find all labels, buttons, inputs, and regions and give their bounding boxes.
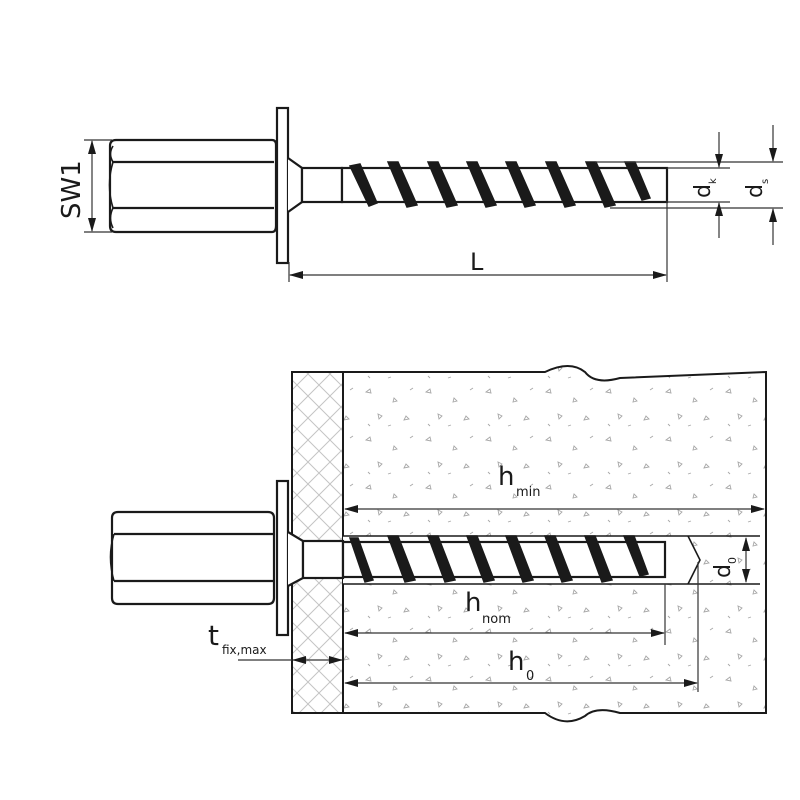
screw-threads-installed (348, 535, 649, 583)
ds-main: d (743, 184, 768, 198)
dk-sub: k (708, 178, 719, 184)
tfix-label: t fix,max (208, 619, 267, 657)
screw-threads (348, 161, 652, 208)
dk-main: d (691, 184, 716, 198)
washer-installed (275, 479, 290, 637)
tfix-main: t (208, 619, 219, 652)
hmin-main: h (498, 462, 514, 492)
h0-main: h (508, 647, 524, 677)
hnom-label: h nom (465, 588, 511, 627)
dk-label: d k (691, 178, 719, 198)
ds-sub: s (760, 179, 771, 184)
hex-coupler-head (108, 138, 278, 234)
hmin-sub: min (516, 485, 541, 500)
installed-anchor (109, 479, 667, 637)
h0-sub: 0 (526, 669, 534, 684)
d0-main: d (711, 564, 736, 578)
hnom-sub: nom (482, 612, 511, 627)
top-anchor-view (108, 106, 669, 265)
h0-label: h 0 (508, 647, 534, 684)
installed-dimensions (238, 505, 765, 692)
sw1-label: SW1 (57, 160, 87, 219)
d0-sub: 0 (726, 557, 739, 564)
hmin-label: h min (498, 462, 541, 500)
top-dimensions (84, 125, 783, 282)
anchor-shank (300, 166, 344, 204)
washer (275, 106, 290, 265)
hex-coupler-head-installed (109, 510, 276, 606)
thread-core (340, 166, 669, 204)
d0-label: d 0 (711, 557, 739, 578)
hnom-main: h (465, 588, 481, 618)
tfix-sub: fix,max (222, 643, 267, 657)
ds-label: d s (743, 179, 771, 198)
length-L-label: L (470, 248, 484, 276)
